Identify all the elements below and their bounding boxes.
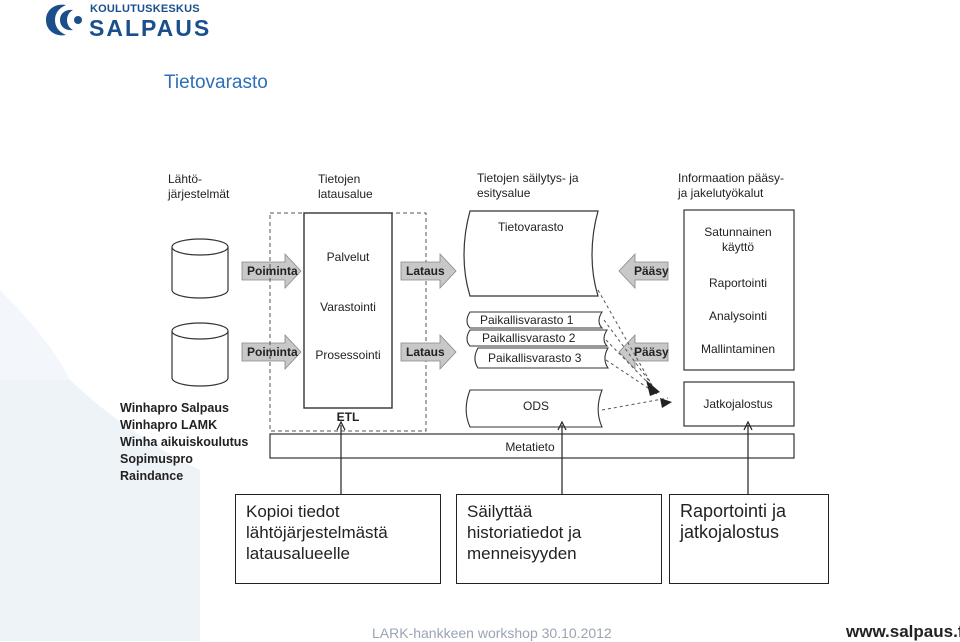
header-access-line1: Informaation pääsy- — [678, 171, 784, 185]
extract-label-1: Poiminta — [247, 264, 298, 278]
local-store-2-label: Paikallisvarasto 2 — [482, 331, 576, 345]
header-access-line2: ja jakelutyökalut — [677, 186, 764, 200]
extract-label-2: Poiminta — [247, 345, 298, 359]
tool-reporting: Raportointi — [709, 276, 767, 290]
source-system: Winha aikuiskoulutus — [120, 435, 249, 449]
callout-reporting: Raportointi ja jatkojalostus — [669, 494, 829, 584]
warehouse-store — [463, 210, 599, 297]
logo — [40, 0, 200, 42]
metadata-label: Metatieto — [505, 440, 555, 454]
local-store-1-label: Paikallisvarasto 1 — [480, 313, 574, 327]
source-system: Winhapro LAMK — [120, 418, 218, 432]
access-arrow-2: Pääsy — [618, 333, 669, 371]
tool-random-use-line2: käyttö — [722, 240, 754, 254]
load-label-1: Lataus — [406, 264, 445, 278]
source-system: Raindance — [120, 469, 184, 483]
staging-item-processing: Prosessointi — [315, 348, 380, 362]
access-arrow-1: Pääsy — [618, 252, 669, 290]
load-arrow-1: Lataus — [400, 252, 457, 290]
header-staging-line2: latausalue — [318, 187, 373, 201]
extract-arrow-1: Poiminta — [241, 252, 302, 290]
header-staging-line1: Tietojen — [318, 172, 360, 186]
header-storage-line2: esitysalue — [477, 186, 531, 200]
source-system: Winhapro Salpaus — [120, 401, 229, 415]
etl-label: ETL — [337, 410, 360, 424]
header-sources-line1: Lähtö- — [168, 172, 202, 186]
page-title: Tietovarasto — [164, 72, 268, 93]
extract-arrow-2: Poiminta — [241, 333, 302, 371]
postprocessing-label: Jatkojalostus — [703, 397, 772, 411]
callout-3-line1: Raportointi ja — [680, 501, 787, 521]
ods-label: ODS — [523, 399, 549, 413]
tool-modeling: Mallintaminen — [701, 342, 775, 356]
load-arrow-2: Lataus — [400, 333, 457, 371]
database-icon-2 — [171, 322, 229, 387]
source-system: Sopimuspro — [120, 452, 193, 466]
callout-1-line3: latausalueelle — [246, 544, 350, 563]
arrowhead-1 — [646, 380, 660, 396]
metadata-bar — [269, 433, 795, 459]
callout-copy-data: Kopioi tiedot lähtöjärjestelmästä lataus… — [235, 494, 441, 584]
staging-item-services: Palvelut — [327, 250, 370, 264]
callout-pointers — [336, 420, 753, 494]
dashed-flow-arrows — [597, 289, 669, 411]
local-store-1 — [466, 311, 604, 329]
header-storage-line1: Tietojen säilytys- ja — [477, 171, 579, 185]
access-label-1: Pääsy — [634, 264, 669, 278]
postprocessing-box — [683, 381, 795, 427]
background-swoosh — [0, 300, 200, 641]
tools-box — [683, 209, 795, 371]
tool-random-use-line1: Satunnainen — [704, 225, 771, 239]
callout-1-line2: lähtöjärjestelmästä — [246, 523, 388, 542]
background-swoosh-2 — [0, 290, 70, 380]
local-store-3-label: Paikallisvarasto 3 — [488, 351, 582, 365]
staging-box — [303, 212, 393, 409]
logo-text-line1: KOULUTUSKESKUS — [90, 3, 200, 15]
callout-2-line2: historiatiedot ja — [467, 523, 582, 542]
logo-text-line2: SALPAUS — [89, 15, 212, 41]
header-sources-line2: järjestelmät — [167, 187, 230, 201]
tool-analysis: Analysointi — [709, 309, 767, 323]
callout-2-line1: Säilyttää — [467, 502, 533, 521]
access-label-2: Pääsy — [634, 345, 669, 359]
source-systems-list: Winhapro Salpaus Winhapro LAMK Winha aik… — [120, 400, 248, 485]
footer-url[interactable]: www.salpaus.fi — [846, 622, 960, 641]
callout-store-history: Säilyttää historiatiedot ja menneisyyden — [456, 494, 662, 584]
local-store-2 — [466, 329, 609, 347]
footer-text: LARK-hankkeen workshop 30.10.2012 — [372, 625, 612, 641]
callout-3-line2: jatkojalostus — [680, 522, 780, 542]
database-icon-1 — [171, 238, 229, 299]
load-label-2: Lataus — [406, 345, 445, 359]
callout-2-line3: menneisyyden — [467, 544, 577, 563]
ods-store — [465, 389, 603, 428]
staging-item-storage: Varastointi — [320, 300, 376, 314]
callout-1-line1: Kopioi tiedot — [246, 502, 340, 521]
local-store-3 — [474, 347, 610, 369]
salpaus-logo-icon — [46, 4, 82, 36]
arrowhead-2 — [660, 398, 672, 408]
warehouse-label: Tietovarasto — [498, 220, 564, 234]
